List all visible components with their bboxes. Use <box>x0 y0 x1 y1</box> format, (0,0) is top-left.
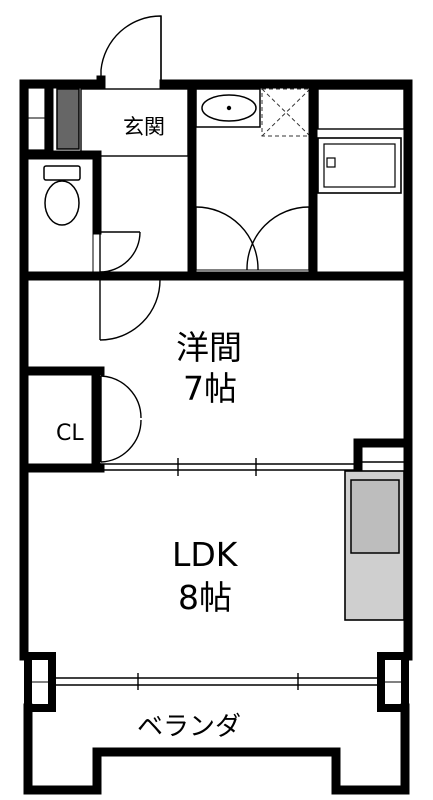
ldk-size: 8帖 <box>178 578 232 617</box>
upper-left-nook <box>27 83 54 157</box>
western-room-door <box>99 277 161 341</box>
bathroom <box>317 88 405 194</box>
toilet-room <box>43 165 94 272</box>
kitchen-sink <box>350 479 400 554</box>
western-room-name: 洋間 <box>176 328 242 367</box>
ldk-name: LDK <box>172 535 239 574</box>
washroom <box>195 88 311 137</box>
toilet-bowl <box>44 180 80 226</box>
kitchen-counter <box>344 470 405 621</box>
veranda: ベランダ <box>23 703 410 795</box>
fridge-space <box>353 438 409 471</box>
sliding-partition <box>100 458 358 476</box>
entrance-door <box>100 15 162 82</box>
shoe-cabinet <box>56 88 80 150</box>
ldk-room: LDK 8帖 <box>172 535 239 617</box>
closet: CL <box>56 375 142 463</box>
closet-label: CL <box>56 421 84 446</box>
western-room-size: 7帖 <box>183 369 237 408</box>
balcony-window <box>24 652 409 712</box>
entrance-area: 玄関 <box>80 88 189 157</box>
western-room: 洋間 7帖 <box>176 328 242 408</box>
toilet-door <box>99 231 141 273</box>
veranda-label: ベランダ <box>137 712 241 742</box>
washroom-doors <box>195 206 310 271</box>
entrance-label: 玄関 <box>123 115 165 139</box>
